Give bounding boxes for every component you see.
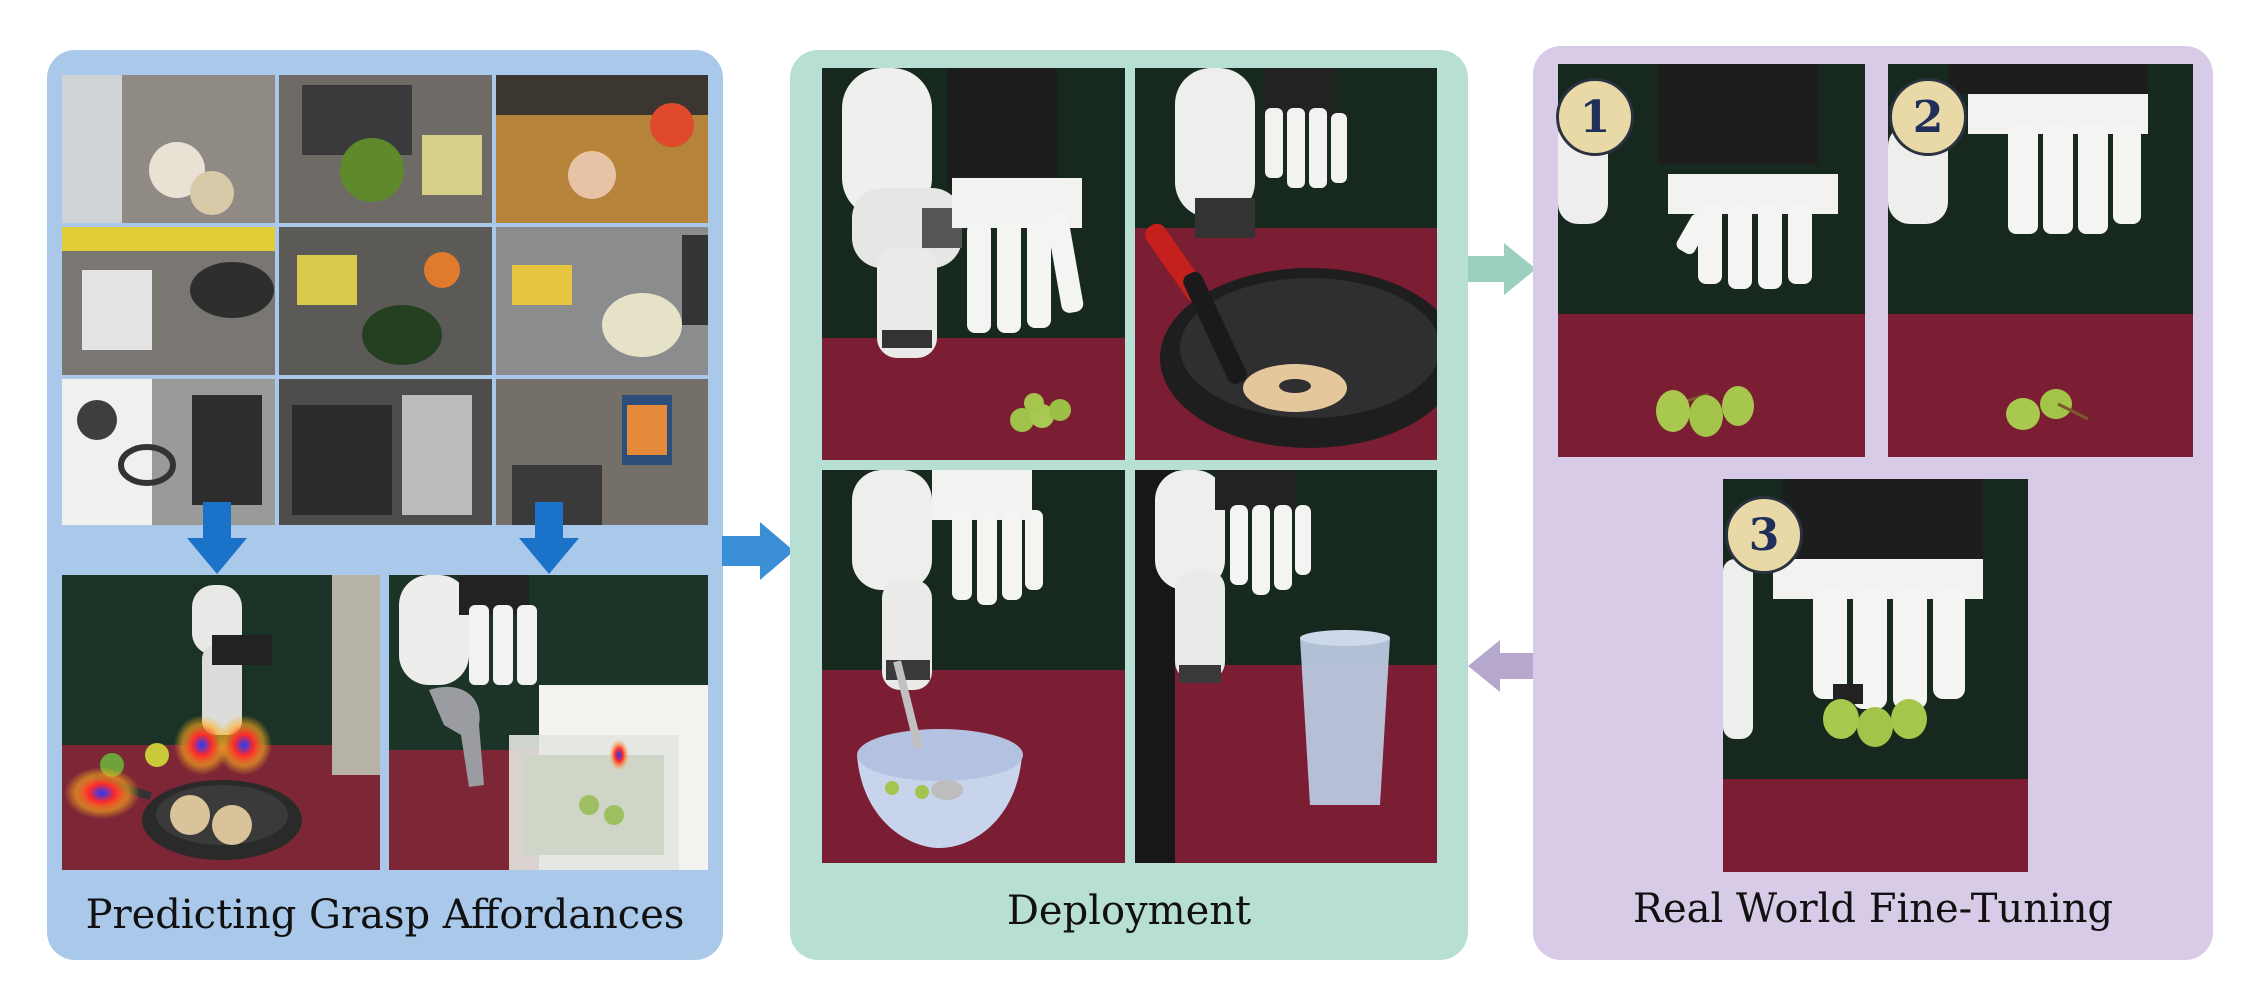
lilac-left-arrow-icon [1468, 640, 1536, 692]
deployment-panel-label: Deployment [1006, 888, 1252, 934]
down-arrow-left-icon [187, 502, 247, 574]
human-video-grid [62, 75, 708, 525]
deployment-cup-photo [1135, 470, 1437, 863]
hand-retargeting-photo [389, 575, 708, 870]
deployment-panel: Deployment [790, 50, 1468, 960]
deployment-grapes-photo [822, 68, 1125, 460]
step-1-badge: 1 [1556, 78, 1634, 156]
step-2-badge: 2 [1889, 78, 1967, 156]
real-world-fine-tuning-panel: 1 2 3 Real World Fine-Tuning [1533, 46, 2213, 960]
predicting-grasp-affordances-panel: Predicting Grasp Affordances [47, 50, 723, 960]
finetune-step2-photo [1888, 64, 2193, 457]
mint-right-arrow-icon [1468, 243, 1536, 295]
step-3-badge: 3 [1725, 496, 1803, 574]
finetuning-panel-label: Real World Fine-Tuning [1632, 886, 2114, 932]
affordance-heatmap-photo [62, 575, 380, 870]
right-arrow-icon [722, 522, 794, 580]
predicting-panel-label: Predicting Grasp Affordances [85, 892, 685, 938]
deployment-bowl-photo [822, 470, 1125, 863]
down-arrow-right-icon [519, 502, 579, 574]
deployment-pan-photo [1135, 68, 1437, 460]
